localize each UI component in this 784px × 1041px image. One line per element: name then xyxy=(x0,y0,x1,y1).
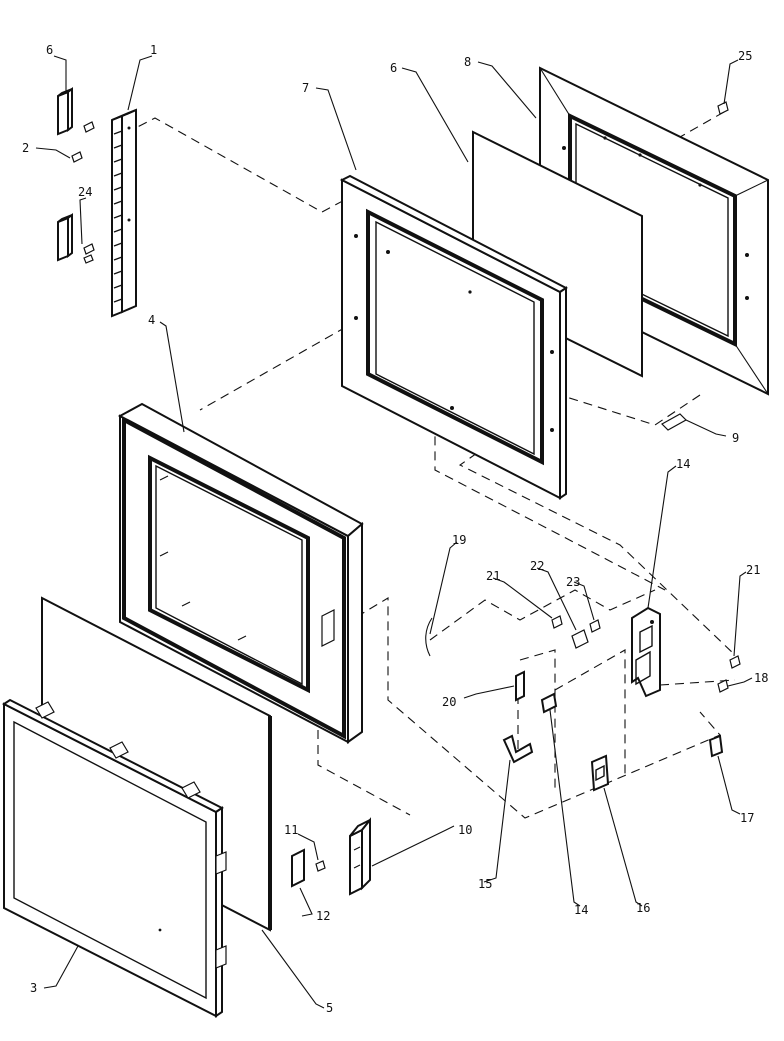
callout-14: 14 xyxy=(574,903,588,917)
callout-18: 18 xyxy=(754,671,768,685)
screw-part-6 xyxy=(83,121,95,133)
callout-2: 2 xyxy=(22,141,29,155)
callout-22: 22 xyxy=(530,559,544,573)
callout-23: 23 xyxy=(566,575,580,589)
end-cap-part-12 xyxy=(291,848,305,888)
catch-part-20 xyxy=(515,670,525,702)
callout-3: 3 xyxy=(30,981,37,995)
screw-part-24 xyxy=(83,243,95,264)
leader-lines xyxy=(35,55,753,1009)
callout-labels: 6 1 2 24 6 8 7 25 9 4 14 19 21 22 23 21 … xyxy=(22,43,768,1015)
handle-part-10 xyxy=(349,817,371,896)
callout-24: 24 xyxy=(78,185,92,199)
hinge-rail-part-1 xyxy=(111,108,137,318)
door-frame-part-4 xyxy=(117,402,364,744)
callout-12: 12 xyxy=(316,909,330,923)
inner-frame-part-7 xyxy=(339,174,568,500)
screw-part-11 xyxy=(315,860,326,872)
callout-25: 25 xyxy=(738,49,752,63)
callout-5: 5 xyxy=(326,1001,333,1015)
callout-19: 19 xyxy=(452,533,466,547)
latch-part-22 xyxy=(571,629,589,649)
spring-part-19 xyxy=(425,617,433,657)
clip-part-9 xyxy=(661,413,687,431)
callout-7: 7 xyxy=(302,81,309,95)
clip-part-17 xyxy=(708,734,724,758)
door-trim-part-3 xyxy=(2,698,227,1018)
screw-part-21 xyxy=(551,615,563,629)
callout-1: 1 xyxy=(150,43,157,57)
callout-8: 8 xyxy=(464,55,471,69)
bracket-part-6 xyxy=(57,87,73,136)
callout-6a: 6 xyxy=(46,43,53,57)
callout-13: 14 xyxy=(676,457,690,471)
callout-4: 4 xyxy=(148,313,155,327)
callout-21a: 21 xyxy=(486,569,500,583)
callout-11: 11 xyxy=(284,823,298,837)
callout-20: 20 xyxy=(442,695,456,709)
callout-9: 9 xyxy=(732,431,739,445)
lever-part-15 xyxy=(502,734,534,764)
callout-6b: 6 xyxy=(390,61,397,75)
screw-part-23 xyxy=(589,619,601,633)
screw-part-18 xyxy=(717,679,729,693)
bracket-part-24 xyxy=(57,213,73,262)
screw-part-21-right xyxy=(729,655,741,669)
screw-part-2 xyxy=(71,151,83,163)
callout-10: 10 xyxy=(458,823,472,837)
switch-part-16 xyxy=(590,754,610,792)
callout-17: 17 xyxy=(740,811,754,825)
screw-part-25 xyxy=(717,101,729,115)
latch-bracket-part-13 xyxy=(631,606,661,698)
callout-21b: 21 xyxy=(746,563,760,577)
callout-15: 15 xyxy=(478,877,492,891)
callout-16: 16 xyxy=(636,901,650,915)
catch-part-14 xyxy=(540,692,558,714)
